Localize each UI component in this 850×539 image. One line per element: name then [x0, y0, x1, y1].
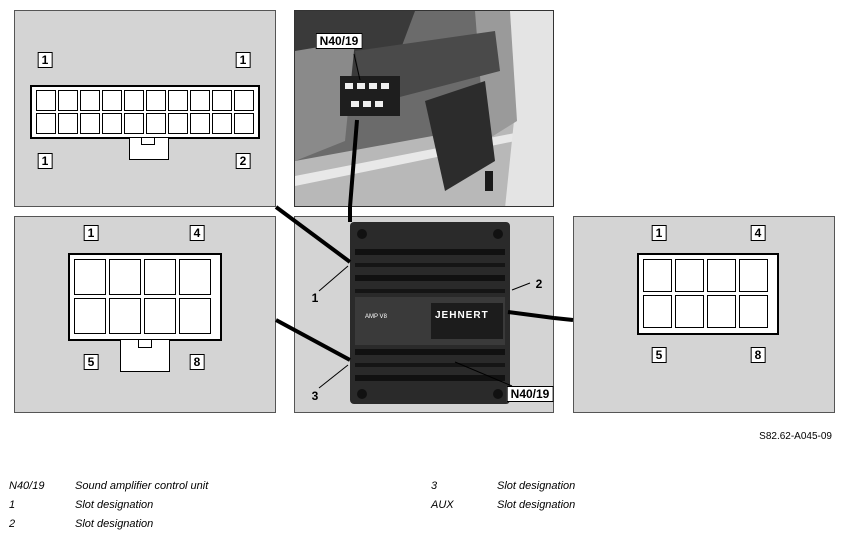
legend-code: 1	[9, 499, 16, 511]
pin-label-top-right: 4	[750, 225, 766, 241]
connector-20pin-key	[129, 138, 169, 160]
connector-pin	[102, 113, 122, 134]
connector-pin	[74, 259, 106, 295]
pin-label-top-left: 1	[83, 225, 99, 241]
connector-pin	[80, 90, 100, 111]
legend-code: AUX	[431, 499, 454, 511]
connector-pin	[190, 90, 210, 111]
installation-photo-drawing	[295, 11, 553, 206]
connector-pin	[124, 113, 144, 134]
connector-pin	[124, 90, 144, 111]
connector-pin	[675, 295, 704, 328]
pin-label-bottom-right: 2	[235, 153, 251, 169]
connector-8pin-right-housing	[637, 253, 779, 335]
slot-callout-2: 2	[535, 277, 543, 291]
connector-pin	[707, 259, 736, 292]
figure-reference: S82.62-A045-09	[759, 431, 832, 442]
connector-pin	[36, 90, 56, 111]
unit-callout-top: N40/19	[315, 33, 363, 49]
connector-8pin-left-key	[120, 340, 170, 372]
slot-callout-3: 3	[311, 389, 319, 403]
connector-pin	[102, 90, 122, 111]
connector-pin	[707, 295, 736, 328]
connector-pin	[58, 113, 78, 134]
pin-label-bottom-right: 8	[750, 347, 766, 363]
connector-pin	[146, 90, 166, 111]
connector-pin	[168, 113, 188, 134]
connector-8pin-left-housing	[68, 253, 222, 341]
connector-pin	[234, 90, 254, 111]
connector-pin	[36, 113, 56, 134]
legend-code: 2	[9, 518, 16, 530]
pin-label-top-left: 1	[651, 225, 667, 241]
connector-pin	[179, 259, 211, 295]
legend-text: Slot designation	[75, 518, 154, 530]
legend-code: N40/19	[9, 480, 45, 492]
connector-pin	[643, 259, 672, 292]
legend-code: 3	[431, 480, 438, 492]
connector-pin	[179, 298, 211, 334]
connector-pin	[80, 113, 100, 134]
legend-text: Sound amplifier control unit	[75, 480, 209, 492]
amplifier-model-text: AMP V8	[365, 314, 387, 320]
connector-pin	[144, 298, 176, 334]
connector-pin	[168, 90, 188, 111]
connector-20pin-housing	[30, 85, 260, 139]
leader-8pin-right-tail	[553, 316, 574, 322]
connector-pin	[58, 90, 78, 111]
pin-label-bottom-right: 8	[189, 354, 205, 370]
connector-20pin-panel: 1 1 1 2	[14, 10, 276, 207]
connector-pin	[739, 295, 768, 328]
pin-label-bottom-left: 5	[651, 347, 667, 363]
connector-20pin-key-notch	[141, 138, 155, 145]
pin-label-top-right: 4	[189, 225, 205, 241]
connector-pin	[643, 295, 672, 328]
connector-pin	[675, 259, 704, 292]
connector-pin	[212, 90, 232, 111]
legend-text: Slot designation	[497, 499, 576, 511]
legend-text: Slot designation	[75, 499, 154, 511]
legend-text: Slot designation	[497, 480, 576, 492]
amplifier-drawing	[350, 222, 510, 404]
connector-8pin-left-panel: 1 4 5 8	[14, 216, 276, 413]
pin-label-bottom-left: 5	[83, 354, 99, 370]
connector-8pin-left-key-notch	[138, 340, 152, 348]
connector-pin	[212, 113, 232, 134]
connector-pin	[109, 298, 141, 334]
connector-pin	[739, 259, 768, 292]
connector-pin	[190, 113, 210, 134]
slot-callout-1: 1	[311, 291, 319, 305]
connector-pin	[144, 259, 176, 295]
connector-8pin-right-panel: 1 4 5 8	[573, 216, 835, 413]
connector-pin	[109, 259, 141, 295]
pin-label-top-right: 1	[235, 52, 251, 68]
pin-label-bottom-left: 1	[37, 153, 53, 169]
amplifier-panel: AMP V8 JEHNERT 1 2 3 N40/19	[294, 216, 554, 413]
amplifier-brand-text: JEHNERT	[435, 310, 489, 321]
connector-pin	[234, 113, 254, 134]
connector-pin	[146, 113, 166, 134]
connector-pin	[74, 298, 106, 334]
pin-label-top-left: 1	[37, 52, 53, 68]
installation-photo: N40/19	[294, 10, 554, 207]
unit-callout-bottom: N40/19	[506, 386, 554, 402]
